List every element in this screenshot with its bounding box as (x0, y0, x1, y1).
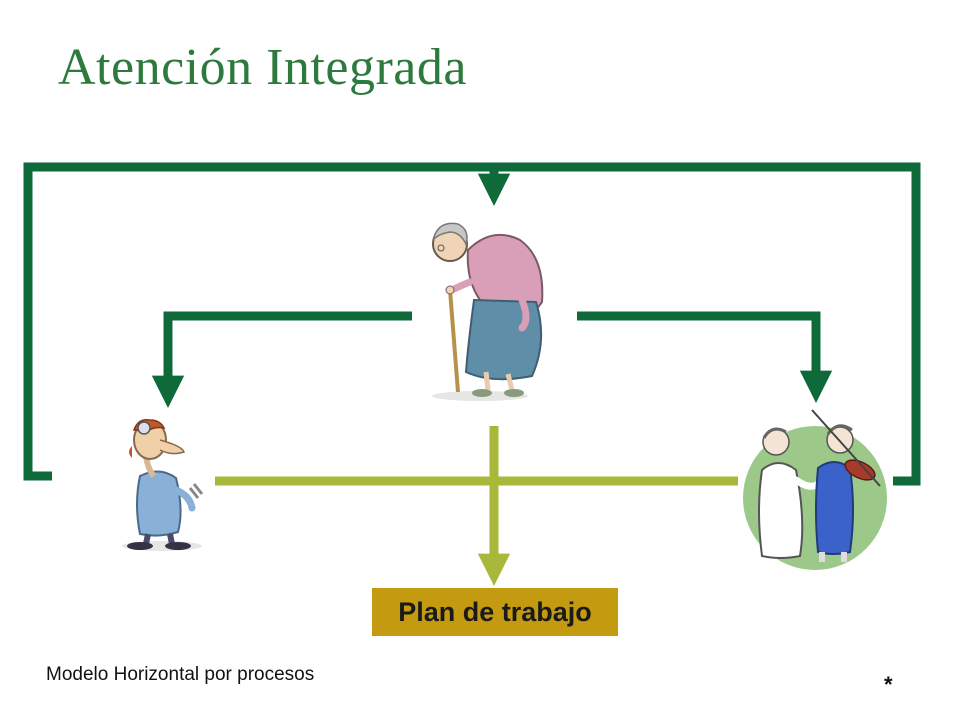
slide-mark: * (884, 672, 893, 697)
footer-caption: Modelo Horizontal por procesos (46, 664, 315, 685)
caregivers-violin-icon (743, 409, 887, 570)
slide-title: Atención Integrada (58, 39, 467, 96)
plan-label: Plan de trabajo (398, 596, 592, 627)
center-to-doctor-arrow (151, 311, 412, 408)
plan-de-trabajo-box: Plan de trabajo (372, 588, 618, 636)
center-to-caregivers-arrow (577, 311, 833, 403)
doctor-icon (122, 418, 204, 551)
elderly-woman-icon (432, 222, 544, 401)
outer-loop-line (23, 162, 921, 486)
